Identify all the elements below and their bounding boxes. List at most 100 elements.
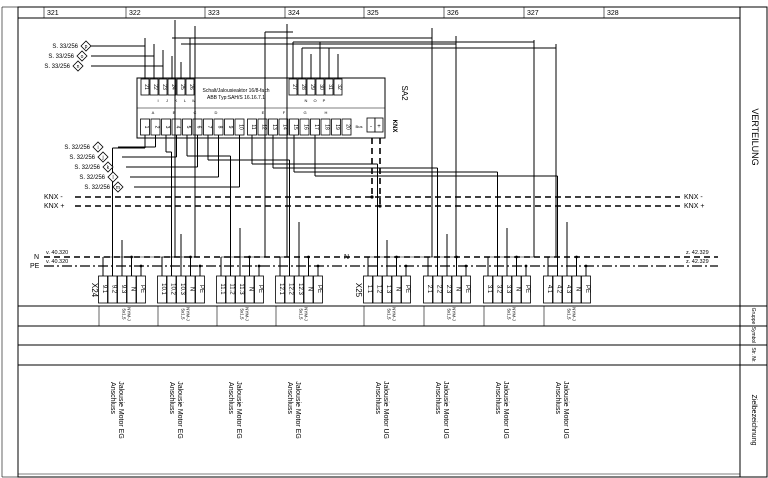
cable-size: 5x1,5 (240, 308, 245, 320)
strip-terminal-label: N (515, 287, 521, 291)
strip-terminal-label: 4.3 (565, 285, 571, 294)
xref-diamond (112, 181, 124, 193)
bottom-terminal-number: 15 (292, 124, 298, 130)
strip-terminal-label: PE (524, 285, 530, 293)
bottom-channel-letter: H (325, 110, 328, 115)
bottom-terminal-number: 3 (164, 126, 170, 129)
bottom-terminal-number: 7 (206, 126, 212, 129)
bottom-terminal-number: 6 (196, 126, 202, 129)
strip-terminal (451, 275, 462, 304)
strip-terminal-label: PE (257, 285, 263, 293)
xref-label: S. 33/256 (44, 64, 70, 70)
strip-terminal (581, 275, 591, 304)
knx-plus-right: KNX + (684, 203, 704, 210)
top-terminal-number: 31 (327, 84, 333, 90)
bottom-channel-letter: F (283, 110, 286, 115)
column-number: 323 (208, 10, 220, 17)
column-number: 325 (367, 10, 379, 17)
top-terminal-number: 28 (300, 84, 306, 90)
strip-terminal (492, 275, 503, 304)
strip-terminal (126, 275, 137, 304)
strip-terminal-label: PE (198, 285, 204, 293)
strip-terminal-label: 1.1 (366, 285, 372, 294)
target-desc-line2: Jalousie Motor UG (382, 381, 389, 439)
bottom-terminal-number: 9 (227, 126, 233, 129)
strip-terminal-label: 2.3 (445, 285, 451, 294)
bottom-channel-letter: A (152, 110, 155, 115)
bottom-terminal-number: 13 (271, 124, 277, 130)
knx-minus-right: KNX - (684, 194, 703, 201)
target-desc-line1: Anschluss (434, 382, 441, 414)
bottom-terminal-number: 1 (143, 126, 149, 129)
panel-symbol: Symbol (750, 327, 756, 344)
cable-size: 5x1,5 (447, 308, 452, 320)
top-terminal-number: 27 (291, 84, 297, 90)
n-label: N (34, 254, 39, 261)
bottom-terminal (341, 118, 352, 136)
strip-terminal-label: 10.3 (179, 283, 185, 295)
xref-label: S. 32/256 (64, 145, 90, 151)
xref-letter: n (77, 64, 80, 70)
strip-terminal-label: PE (139, 285, 145, 293)
strip-terminal (235, 275, 245, 304)
strip-terminal (423, 275, 433, 304)
target-desc-line2: Jalousie Motor EG (117, 381, 124, 439)
cable-type: NYM-J (572, 307, 577, 321)
top-channel-letter: I (157, 98, 158, 103)
strip-terminal-label: N (248, 287, 254, 291)
panel-nr: Str. Nr. (750, 347, 756, 362)
knx-plus-terminal (374, 117, 384, 133)
bottom-channel-letter: D (215, 110, 218, 115)
column-number: 321 (47, 10, 59, 17)
strip-terminal-label: 12.1 (278, 283, 284, 295)
strip-terminal-label: 3.1 (486, 285, 492, 294)
strip-terminal (511, 275, 522, 304)
bottom-channel-letter: G (303, 110, 306, 115)
cable-type: NYM-J (304, 307, 309, 321)
strip-terminal-label: 11.3 (238, 283, 244, 295)
target-desc-line1: Anschluss (286, 382, 293, 414)
top-channel-letter: P (323, 98, 326, 103)
xref-letter: j (101, 155, 103, 161)
knx-minus-sign: - (370, 124, 372, 130)
n-from: v. 40.320 (46, 250, 68, 256)
xref-letter: l (112, 175, 113, 181)
cable-type: NYM-J (127, 307, 132, 321)
bottom-terminal-number: 2 (154, 126, 160, 129)
strip-terminal (166, 275, 177, 304)
bottom-terminal-number: 12 (261, 124, 267, 130)
bottom-channel-letter: B (173, 110, 176, 115)
bottom-terminal-number: 18 (324, 124, 330, 130)
top-terminal-number: 22 (152, 84, 158, 90)
xref-diamond (107, 171, 119, 183)
target-desc-line1: Anschluss (227, 382, 234, 414)
cable-size: 5x1,5 (387, 308, 392, 320)
top-channel-letter: M (192, 98, 195, 103)
top-terminal-number: 23 (161, 84, 167, 90)
n-to: z. 42.329 (686, 250, 709, 256)
knx-plus-left: KNX + (44, 203, 64, 210)
xref-label: S. 33/256 (48, 54, 74, 60)
strip-terminal (254, 275, 264, 304)
strip-terminal (461, 275, 471, 304)
xref-label: S. 32/256 (69, 155, 95, 161)
knx-minus-left: KNX - (44, 194, 63, 201)
top-channel-letter: O (313, 98, 316, 103)
strip-terminal (275, 275, 285, 304)
top-terminal-number: 25 (179, 84, 185, 90)
pe-label: PE (30, 263, 40, 270)
xref-letter: o (81, 54, 84, 60)
strip-terminal (552, 275, 563, 304)
cable-type: NYM-J (245, 307, 250, 321)
strip-terminal-label: 9.2 (111, 285, 117, 294)
strip-terminal-label: 9.3 (120, 285, 126, 294)
device-knx: KNX (391, 120, 397, 133)
strip-terminal (562, 275, 572, 304)
strip-terminal (185, 275, 196, 304)
knx-plus-sign: + (377, 124, 381, 130)
strip-terminal-label: 4.2 (556, 285, 562, 294)
